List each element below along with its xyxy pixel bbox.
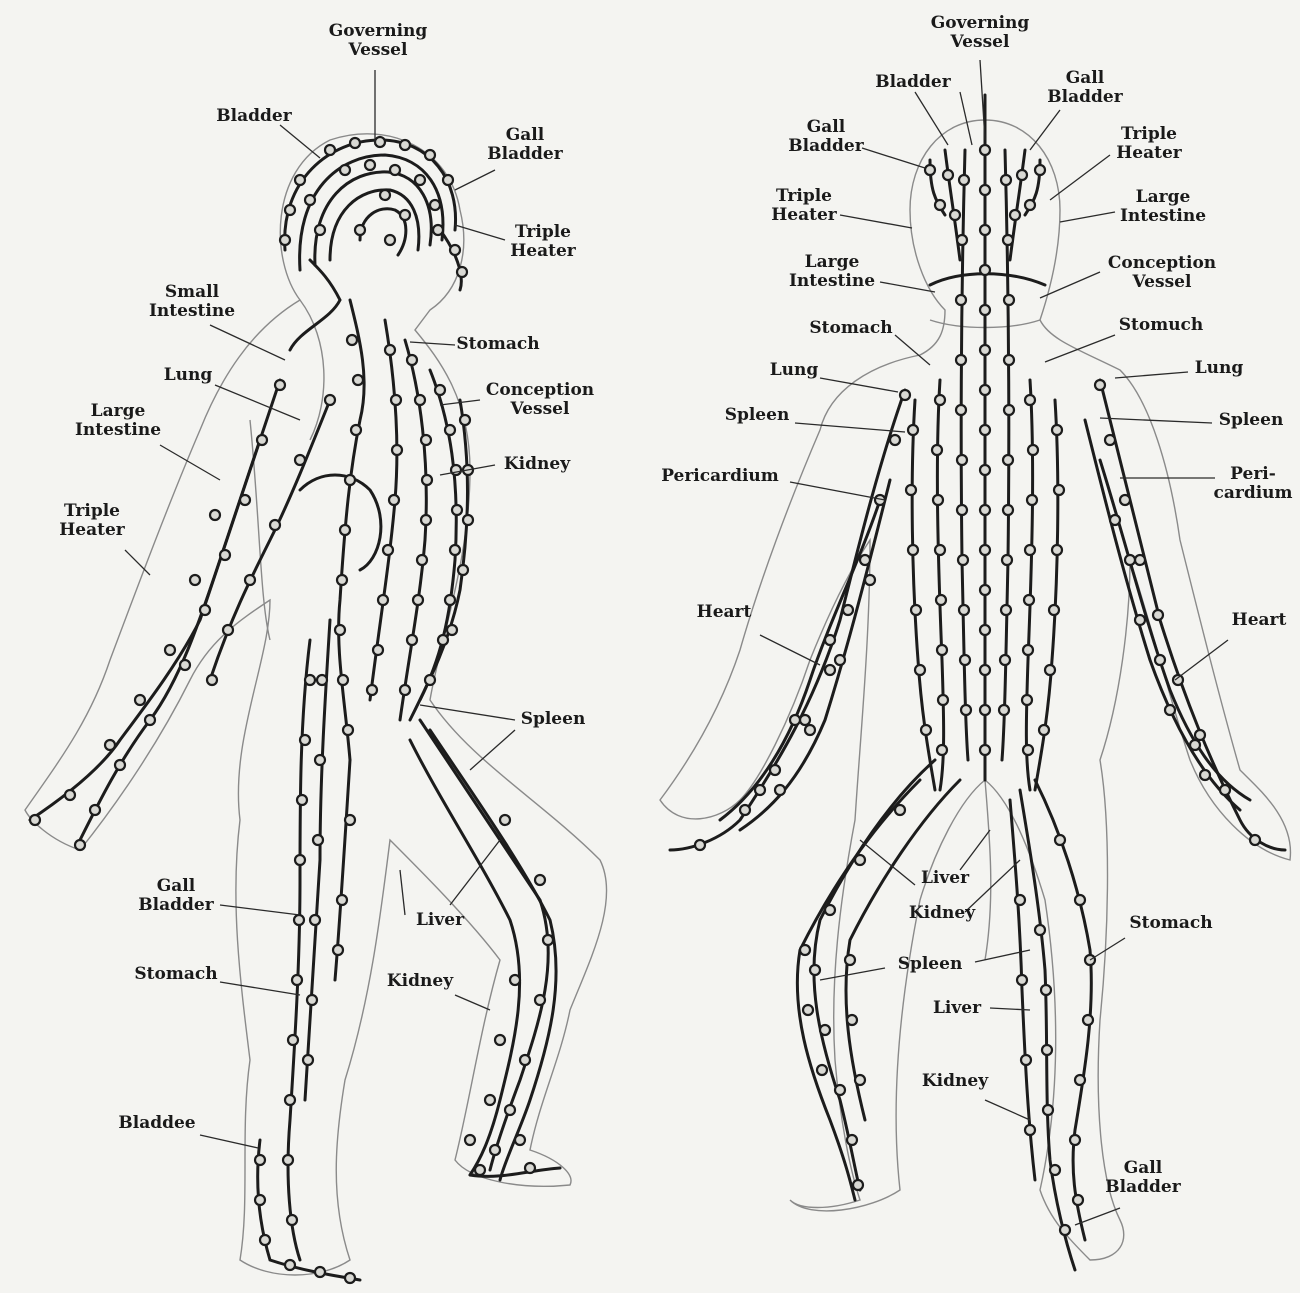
- label-spleen: Spleen: [898, 955, 963, 974]
- label-kidney: Kidney: [387, 972, 453, 991]
- label-bladder: Bladder: [216, 107, 291, 126]
- label-lung: Lung: [1195, 359, 1244, 378]
- label-spleen: Spleen: [725, 406, 790, 425]
- label-governing-vessel: Governing Vessel: [329, 22, 428, 60]
- label-stomach: Stomach: [134, 965, 217, 984]
- side-view-meridians: [30, 140, 560, 1280]
- label-stomach: Stomuch: [1119, 316, 1204, 335]
- label-liver: Liver: [921, 869, 969, 888]
- label-conception-vessel: Conception Vessel: [1108, 254, 1216, 292]
- label-stomach: Stomach: [1129, 914, 1212, 933]
- label-small-intestine: Small Intestine: [149, 283, 235, 321]
- label-spleen: Spleen: [1219, 411, 1284, 430]
- label-kidney: Kidney: [909, 904, 975, 923]
- label-lung: Lung: [164, 366, 213, 385]
- label-stomach: Stomach: [456, 335, 539, 354]
- label-lung: Lung: [770, 361, 819, 380]
- label-pericardium: Peri- cardium: [1213, 465, 1292, 503]
- label-large-intestine: Large Intestine: [789, 253, 875, 291]
- label-gall-bladder: Gall Bladder: [487, 126, 562, 164]
- label-gall-bladder: Gall Bladder: [138, 877, 213, 915]
- label-pericardium: Pericardium: [661, 467, 779, 486]
- label-gall-bladder: Gall Bladder: [1105, 1159, 1180, 1197]
- label-bladder: Bladdee: [118, 1114, 195, 1133]
- label-triple-heater: Triple Heater: [510, 223, 576, 261]
- label-bladder: Bladder: [875, 73, 950, 92]
- label-liver: Liver: [933, 999, 981, 1018]
- label-liver: Liver: [416, 911, 464, 930]
- label-large-intestine: Large Intestine: [75, 402, 161, 440]
- label-gall-bladder: Gall Bladder: [788, 118, 863, 156]
- label-heart: Heart: [1232, 611, 1287, 630]
- label-conception-vessel: Conception Vessel: [486, 381, 594, 419]
- label-kidney: Kidney: [504, 455, 570, 474]
- label-governing-vessel: Governing Vessel: [931, 14, 1030, 52]
- side-view-body-outline: [25, 134, 607, 1275]
- label-large-intestine: Large Intestine: [1120, 188, 1206, 226]
- label-heart: Heart: [697, 603, 752, 622]
- label-triple-heater: Triple Heater: [59, 502, 125, 540]
- label-spleen: Spleen: [521, 710, 586, 729]
- label-kidney: Kidney: [922, 1072, 988, 1091]
- label-triple-heater: Triple Heater: [1116, 125, 1182, 163]
- label-gall-bladder: Gall Bladder: [1047, 69, 1122, 107]
- label-triple-heater: Triple Heater: [771, 187, 837, 225]
- label-stomach: Stomach: [809, 319, 892, 338]
